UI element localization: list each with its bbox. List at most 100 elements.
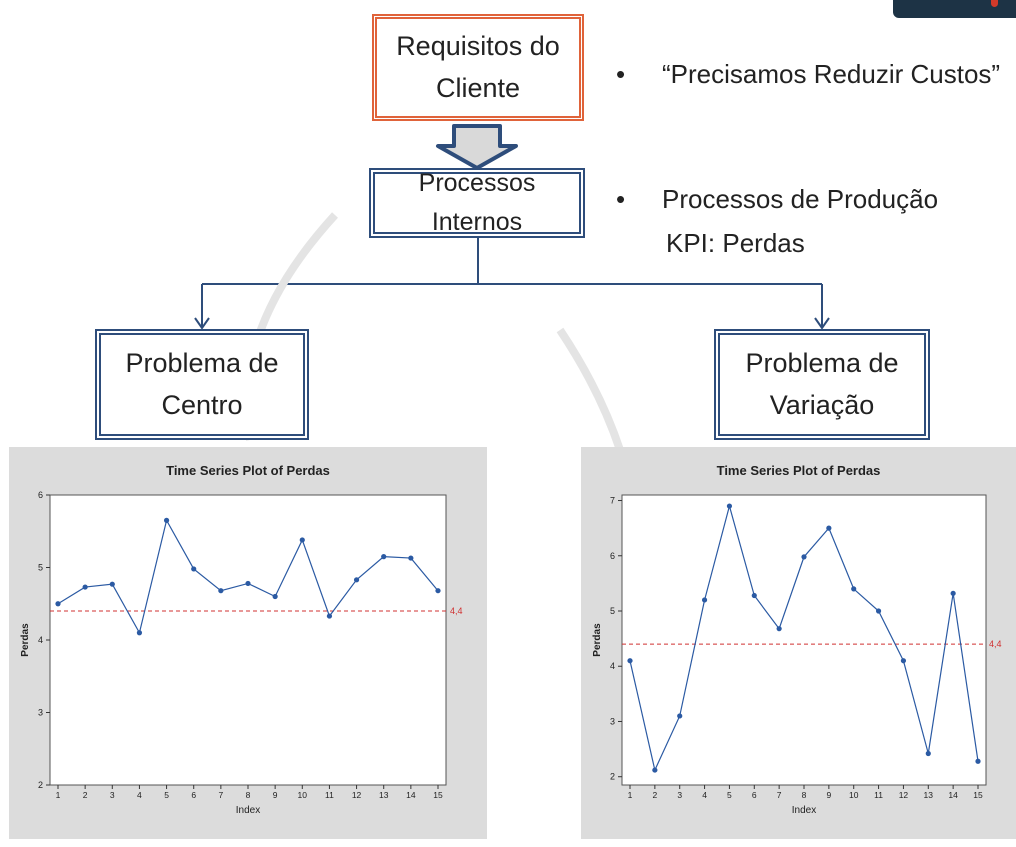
bullet-marker: • <box>616 59 626 89</box>
x-tick-label: 15 <box>433 790 443 800</box>
y-tick-label: 5 <box>38 563 43 573</box>
problema-centro-line2: Centro <box>161 389 243 420</box>
bullet-kpi-text: KPI: Perdas <box>666 228 805 258</box>
data-point <box>245 580 251 587</box>
y-tick-label: 7 <box>610 496 615 506</box>
problema-centro-line1: Problema de <box>125 347 279 378</box>
data-point <box>136 630 143 636</box>
bullet-custos: • “Precisamos Reduzir Custos” <box>616 57 1000 91</box>
x-tick-label: 13 <box>379 790 389 800</box>
data-point <box>826 525 832 531</box>
data-point <box>875 608 882 614</box>
x-tick-label: 13 <box>924 790 934 800</box>
plot-area <box>621 494 987 786</box>
x-tick-label: 5 <box>164 790 169 800</box>
x-tick-label: 10 <box>298 790 308 800</box>
block-arrow-down <box>436 124 518 170</box>
data-point <box>381 554 387 560</box>
y-tick-label: 2 <box>610 772 615 782</box>
data-point <box>353 577 360 583</box>
data-point <box>408 555 414 561</box>
data-point <box>751 592 757 599</box>
corner-badge <box>893 0 1016 18</box>
data-point <box>677 713 683 719</box>
chart-title: Time Series Plot of Perdas <box>716 463 881 478</box>
requisitos-line2: Cliente <box>435 72 521 103</box>
y-tick-label: 3 <box>38 708 43 718</box>
y-tick-label: 6 <box>610 551 615 561</box>
x-tick-label: 4 <box>702 790 707 800</box>
x-tick-label: 11 <box>874 790 883 800</box>
x-tick-label: 9 <box>826 790 831 800</box>
bullet-custos-text: “Precisamos Reduzir Custos” <box>662 59 1001 89</box>
y-tick-label: 4 <box>610 661 615 671</box>
x-tick-label: 12 <box>352 790 362 800</box>
plot-area <box>49 494 447 786</box>
x-tick-label: 8 <box>246 790 251 800</box>
y-tick-label: 6 <box>38 490 43 500</box>
processos-internos-box: Processos Internos <box>369 168 585 238</box>
requisitos-cliente-box: Requisitos do Cliente <box>372 14 584 121</box>
data-point <box>652 767 658 773</box>
y-tick-label: 5 <box>610 606 615 616</box>
x-tick-label: 1 <box>56 790 61 800</box>
x-tick-label: 7 <box>218 790 223 800</box>
problema-centro-box: Problema de Centro <box>95 329 309 440</box>
x-tick-label: 12 <box>899 790 909 800</box>
y-tick-label: 2 <box>38 780 43 790</box>
chart-title: Time Series Plot of Perdas <box>166 463 330 478</box>
data-point <box>191 566 197 572</box>
x-tick-label: 10 <box>849 790 859 800</box>
data-point <box>163 517 170 523</box>
x-tick-label: 3 <box>677 790 682 800</box>
x-tick-label: 14 <box>948 790 958 800</box>
data-point <box>326 613 333 619</box>
x-axis-label: Index <box>792 805 816 816</box>
x-tick-label: 9 <box>273 790 278 800</box>
y-tick-label: 3 <box>610 716 615 726</box>
x-tick-label: 8 <box>802 790 807 800</box>
processos-label: Processos Internos <box>418 169 536 236</box>
x-axis-label: Index <box>236 805 260 816</box>
data-point <box>900 658 907 664</box>
data-point <box>851 586 857 592</box>
x-tick-label: 6 <box>191 790 196 800</box>
x-tick-label: 14 <box>406 790 416 800</box>
data-point <box>726 503 733 509</box>
data-point <box>299 537 305 543</box>
x-tick-label: 15 <box>973 790 983 800</box>
y-tick-label: 4 <box>38 635 43 645</box>
data-point <box>435 588 441 594</box>
x-tick-label: 5 <box>727 790 732 800</box>
data-point <box>950 590 956 596</box>
data-point <box>82 584 88 590</box>
bullet-marker: • <box>616 184 626 214</box>
x-tick-label: 7 <box>777 790 782 800</box>
y-axis-label: Perdas <box>592 623 603 657</box>
data-point <box>801 554 807 560</box>
reference-line-label: 4,4 <box>989 639 1002 649</box>
data-point <box>627 658 633 664</box>
reference-line-label: 4,4 <box>450 606 463 616</box>
x-tick-label: 2 <box>83 790 88 800</box>
bullet-processos: • Processos de Produção <box>616 182 938 216</box>
data-point <box>272 593 278 600</box>
data-point <box>776 626 782 632</box>
data-point <box>925 750 931 757</box>
tree-connector <box>194 236 830 330</box>
bullet-processos-text: Processos de Produção <box>662 184 939 214</box>
x-tick-label: 11 <box>325 790 334 800</box>
data-point <box>55 601 61 607</box>
requisitos-line1: Requisitos do <box>396 30 560 61</box>
x-tick-label: 4 <box>137 790 142 800</box>
data-point <box>109 581 115 587</box>
x-tick-label: 6 <box>752 790 757 800</box>
data-point <box>218 588 224 594</box>
x-tick-label: 3 <box>110 790 115 800</box>
problema-variacao-line1: Problema de <box>745 347 899 378</box>
x-tick-label: 1 <box>628 790 633 800</box>
